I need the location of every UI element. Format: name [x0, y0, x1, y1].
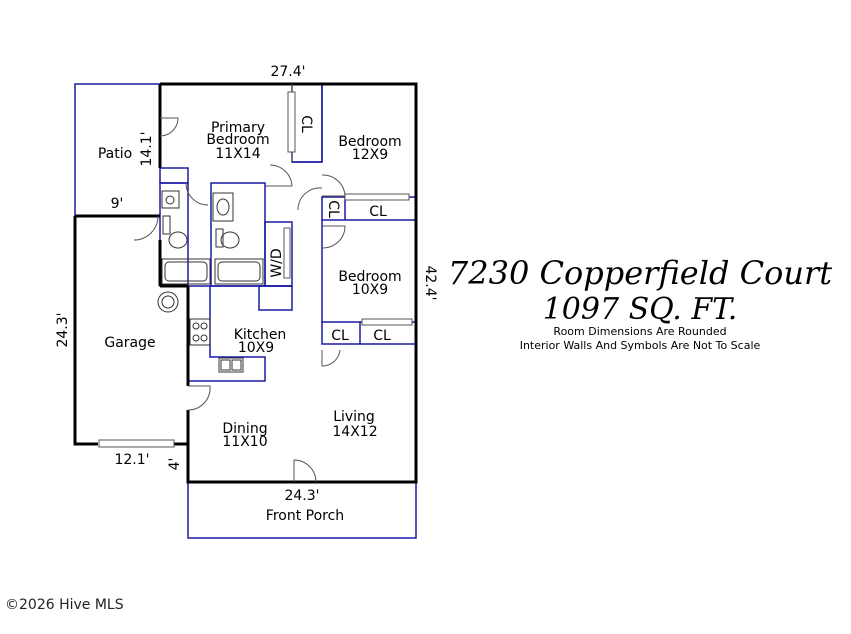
- bedroom1-label: Bedroom: [338, 134, 401, 150]
- living-dim: 14X12: [332, 424, 377, 440]
- garage-label: Garage: [104, 335, 155, 351]
- closet-label: CL: [298, 115, 314, 133]
- bathtub-icon: [161, 258, 211, 285]
- fixtures: [157, 190, 264, 373]
- dim-patio-width: 9': [111, 196, 124, 212]
- washer-dryer-label: W/D: [269, 248, 285, 277]
- primary-bedroom-label-2: Bedroom: [206, 132, 269, 148]
- closet-label: CL: [373, 328, 391, 344]
- room-labels: Primary Bedroom 11X14 Bedroom 12X9 Bedro…: [98, 115, 402, 524]
- property-address: 7230 Copperfield Court: [447, 254, 833, 292]
- note-rounded: Room Dimensions Are Rounded: [553, 325, 727, 338]
- square-footage: 1097 SQ. FT.: [542, 292, 738, 327]
- water-heater-icon: [157, 291, 179, 313]
- dim-porch-width: 24.3': [284, 488, 319, 504]
- dim-top-width: 27.4': [270, 64, 305, 80]
- kitchen-sink-icon: [218, 357, 244, 373]
- dining-label: Dining: [222, 421, 267, 437]
- dim-patio-height: 14.1': [139, 131, 155, 166]
- front-porch-label: Front Porch: [266, 508, 344, 524]
- kitchen-dim: 10X9: [238, 340, 274, 356]
- kitchen-label: Kitchen: [234, 327, 287, 343]
- closet-label: CL: [325, 200, 341, 218]
- closet-label: CL: [331, 328, 349, 344]
- vanity-icon: [212, 192, 234, 222]
- primary-bedroom-dim: 11X14: [215, 146, 260, 162]
- bedroom2-dim: 10X9: [352, 282, 388, 298]
- toilet-icon: [162, 215, 188, 249]
- copyright-notice: ©2026 Hive MLS: [5, 597, 124, 613]
- stove-icon: [189, 318, 211, 346]
- note-scale: Interior Walls And Symbols Are Not To Sc…: [519, 339, 761, 352]
- dining-dim: 11X10: [222, 434, 267, 450]
- dim-garage-height: 24.3': [55, 312, 71, 347]
- bathtub-icon: [214, 258, 264, 285]
- dimension-labels: 27.4' 42.4' 14.1' 9' 24.3' 12.1' 4' 24.3…: [55, 64, 438, 504]
- primary-bedroom-label: Primary: [211, 120, 265, 136]
- dim-porch-depth: 4': [167, 458, 183, 471]
- closet-label: CL: [369, 204, 387, 220]
- bedroom1-dim: 12X9: [352, 147, 388, 163]
- bedroom2-label: Bedroom: [338, 269, 401, 285]
- walls: [73, 82, 418, 484]
- sink-icon: [161, 190, 180, 209]
- dim-right-height: 42.4': [422, 265, 438, 300]
- living-label: Living: [333, 409, 375, 425]
- dim-garage-width: 12.1': [114, 452, 149, 468]
- sliding-doors: [98, 91, 413, 448]
- patio-label: Patio: [98, 146, 132, 162]
- toilet-icon: [215, 228, 240, 249]
